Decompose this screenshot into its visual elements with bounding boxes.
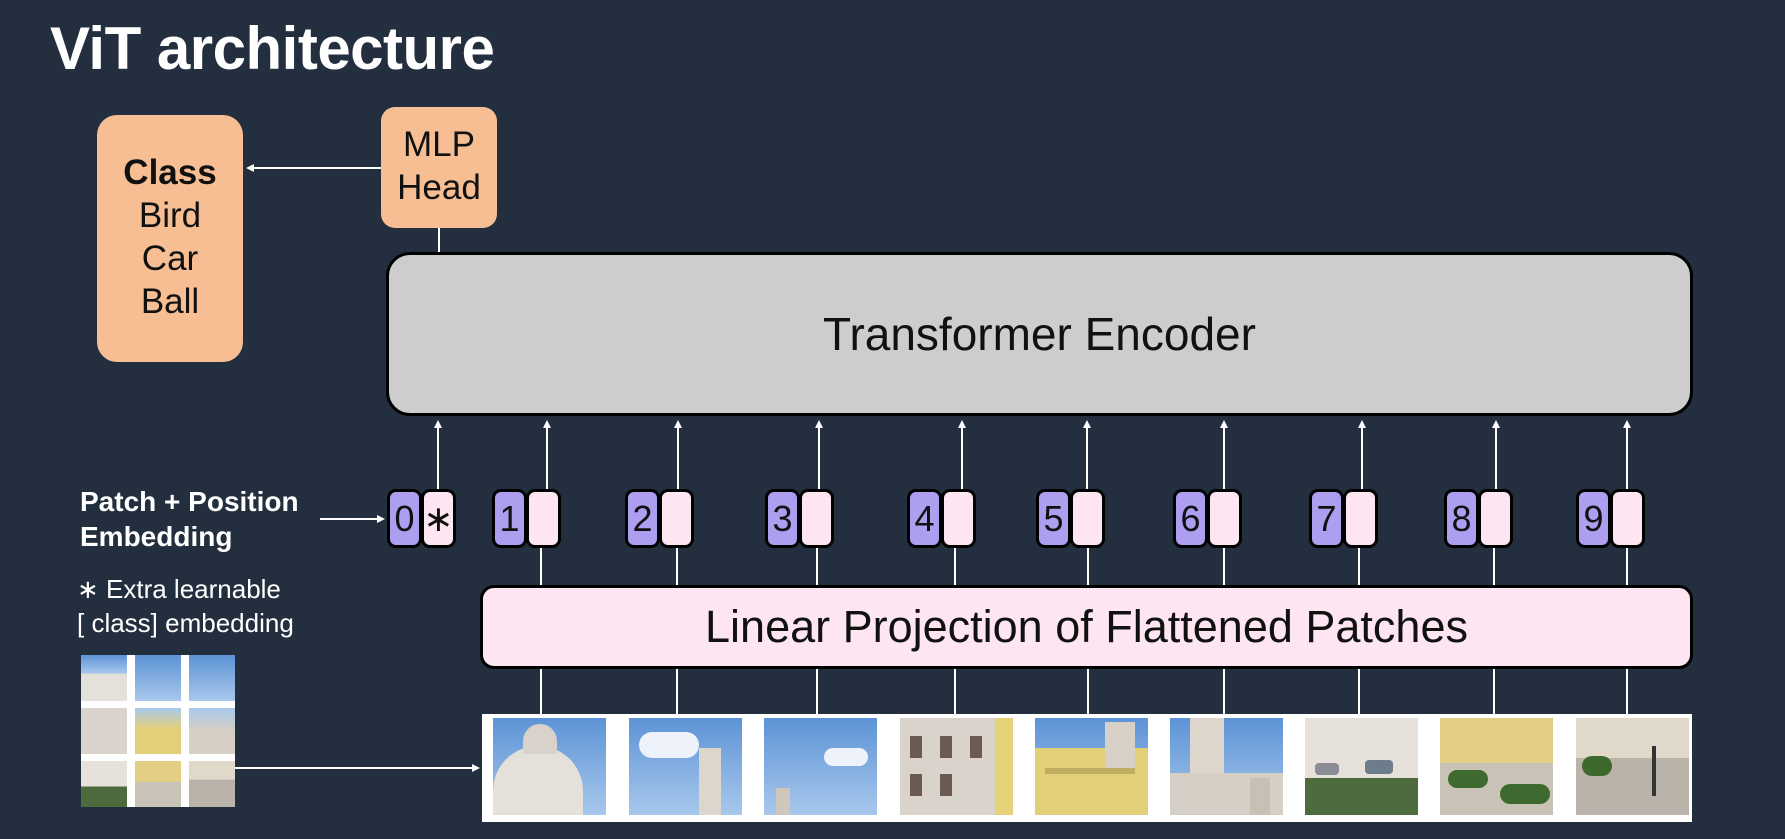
grid-cell — [189, 708, 235, 754]
extra-learnable-label: ∗ Extra learnable [ class] embedding — [77, 572, 294, 640]
extra-label-line2: [ class] embedding — [77, 608, 294, 638]
token-6: 6 — [1173, 489, 1243, 548]
patch-image-9 — [1576, 718, 1689, 815]
grid-cell — [135, 708, 181, 754]
token-position: 9 — [1576, 489, 1611, 548]
token-position: 4 — [907, 489, 942, 548]
grid-cell — [81, 708, 127, 754]
class-item-bird: Bird — [138, 196, 202, 235]
token-position: 8 — [1444, 489, 1479, 548]
grid-cell — [189, 761, 235, 807]
patch-position-embedding-label: Patch + Position Embedding — [80, 484, 299, 554]
token-position: 1 — [492, 489, 527, 548]
grid-cell — [135, 655, 181, 701]
patch-image-4 — [900, 718, 1013, 815]
linear-projection-box: Linear Projection of Flattened Patches — [480, 585, 1693, 669]
patch-image-5 — [1035, 718, 1148, 815]
token-position: 3 — [765, 489, 800, 548]
token-patch-embedding — [799, 489, 834, 548]
token-patch-embedding — [941, 489, 976, 548]
patch-image-1 — [493, 718, 606, 815]
grid-cell — [81, 761, 127, 807]
token-class-embedding: ∗ — [421, 489, 456, 548]
embedding-label-line2: Embedding — [80, 521, 233, 552]
token-position: 0 — [387, 489, 422, 548]
token-9: 9 — [1576, 489, 1646, 548]
token-3: 3 — [765, 489, 835, 548]
class-item-car: Car — [141, 239, 199, 278]
token-7: 7 — [1309, 489, 1379, 548]
grid-cell — [135, 761, 181, 807]
token-patch-embedding — [1070, 489, 1105, 548]
token-patch-embedding — [659, 489, 694, 548]
token-position: 5 — [1036, 489, 1071, 548]
token-position: 7 — [1309, 489, 1344, 548]
mlp-head-line1: MLP — [403, 125, 475, 164]
token-patch-embedding — [1207, 489, 1242, 548]
token-patch-embedding — [1478, 489, 1513, 548]
embedding-label-line1: Patch + Position — [80, 486, 299, 517]
patch-image-6 — [1170, 718, 1283, 815]
page-title: ViT architecture — [50, 15, 495, 82]
token-patch-embedding — [1343, 489, 1378, 548]
extra-label-line1: ∗ Extra learnable — [77, 574, 281, 604]
token-1: 1 — [492, 489, 562, 548]
transformer-encoder-label: Transformer Encoder — [823, 308, 1256, 360]
mlp-head-box: MLP Head — [381, 107, 497, 228]
token-position: 2 — [625, 489, 660, 548]
class-item-ball: Ball — [140, 282, 200, 321]
token-5: 5 — [1036, 489, 1106, 548]
token-8: 8 — [1444, 489, 1514, 548]
mlp-head-line2: Head — [397, 168, 481, 207]
token-position: 6 — [1173, 489, 1208, 548]
token-patch-embedding — [1610, 489, 1645, 548]
grid-cell — [81, 655, 127, 701]
token-2: 2 — [625, 489, 695, 548]
token-patch-embedding — [526, 489, 561, 548]
patch-image-3 — [764, 718, 877, 815]
linear-projection-label: Linear Projection of Flattened Patches — [705, 601, 1468, 652]
input-image-grid — [81, 655, 235, 807]
class-output-box: Class Bird Car Ball — [97, 115, 243, 362]
token-0: 0∗ — [387, 489, 457, 548]
patch-image-7 — [1305, 718, 1418, 815]
token-4: 4 — [907, 489, 977, 548]
patch-image-8 — [1440, 718, 1553, 815]
grid-cell — [189, 655, 235, 701]
class-heading: Class — [123, 153, 217, 192]
patch-image-2 — [629, 718, 742, 815]
transformer-encoder-box: Transformer Encoder — [386, 252, 1693, 416]
